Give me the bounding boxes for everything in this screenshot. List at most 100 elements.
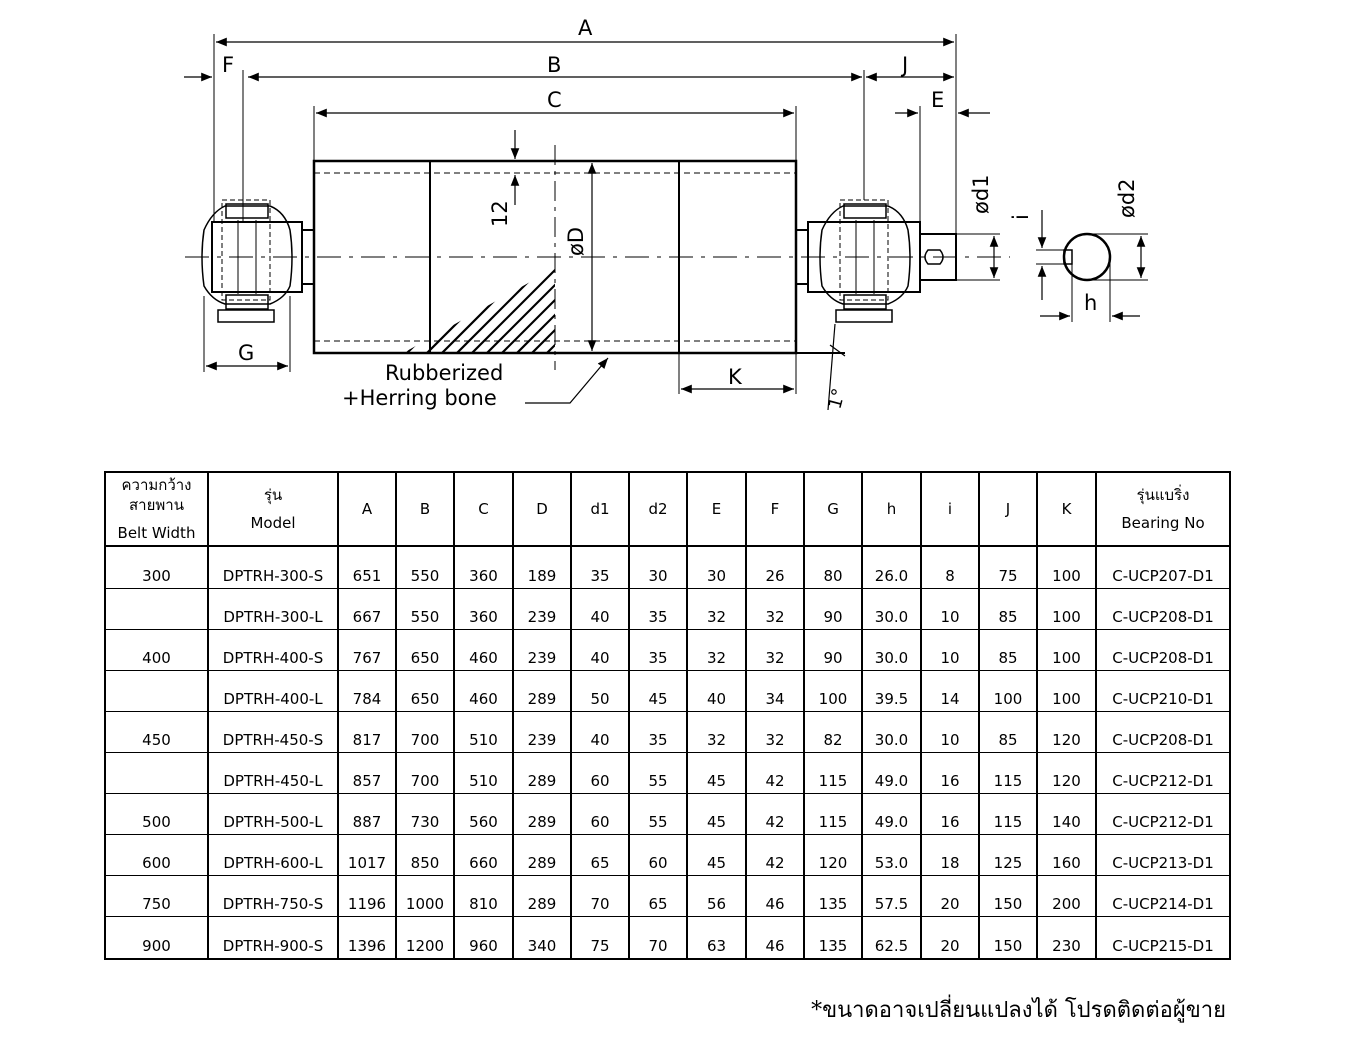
- dim-d2-label: ød2: [1115, 178, 1139, 218]
- table-cell: 90: [803, 629, 863, 671]
- table-cell: 560: [453, 793, 514, 836]
- header-thai-text: h: [886, 500, 897, 518]
- table-cell: 90: [803, 588, 863, 630]
- table-cell: 16: [920, 793, 980, 836]
- dim-d-label: øD: [564, 227, 588, 256]
- table-cell: 135: [803, 916, 863, 961]
- table-cell: 150: [978, 875, 1038, 918]
- header-thai-text: ความกว้าง: [121, 476, 192, 494]
- column-header: E: [686, 471, 747, 547]
- table-cell: 887: [337, 793, 397, 836]
- table-cell: 32: [686, 588, 747, 630]
- table-cell: 56: [686, 875, 747, 918]
- footnote: *ขนาดอาจเปลี่ยนแปลงได้ โปรดติดต่อผู้ขาย: [811, 998, 1226, 1023]
- header-thai-text: A: [361, 500, 373, 518]
- table-cell: 10: [920, 711, 980, 753]
- table-cell: C-UCP207-D1: [1095, 546, 1231, 589]
- header-thai-text: รุ่น: [263, 486, 283, 504]
- table-cell: 65: [570, 834, 630, 877]
- table-cell: 960: [453, 916, 514, 961]
- column-header: G: [803, 471, 863, 547]
- header-thai-text: i: [947, 500, 953, 518]
- header-thai-text: C: [478, 500, 489, 518]
- dim-12-label: 12: [488, 200, 512, 227]
- header-thai-text: d1: [590, 500, 610, 518]
- table-cell: 550: [395, 588, 455, 630]
- table-cell: 46: [745, 875, 805, 918]
- table-cell: 32: [686, 711, 747, 753]
- table-cell: 650: [395, 670, 455, 712]
- table-cell: C-UCP208-D1: [1095, 588, 1231, 630]
- table-cell: C-UCP213-D1: [1095, 834, 1231, 877]
- table-cell: 8: [920, 546, 980, 589]
- table-cell: 239: [512, 588, 572, 630]
- table-cell: 660: [453, 834, 514, 877]
- table-cell: 500: [104, 793, 209, 836]
- table-cell: 189: [512, 546, 572, 589]
- table-cell: 200: [1036, 875, 1097, 918]
- column-header: D: [512, 471, 572, 547]
- table-cell: 120: [1036, 711, 1097, 753]
- table-cell: 57.5: [861, 875, 922, 918]
- table-cell: 35: [628, 588, 688, 630]
- table-cell: C-UCP208-D1: [1095, 711, 1231, 753]
- dim-f-label: F: [222, 53, 234, 77]
- table-cell: 26.0: [861, 546, 922, 589]
- table-cell: 82: [803, 711, 863, 753]
- table-cell: 160: [1036, 834, 1097, 877]
- table-cell: 53.0: [861, 834, 922, 877]
- table-cell: 289: [512, 793, 572, 836]
- table-cell: 115: [803, 752, 863, 795]
- table-cell: 100: [978, 670, 1038, 712]
- table-cell: 70: [628, 916, 688, 961]
- table-cell: 115: [978, 752, 1038, 795]
- table-cell: 1396: [337, 916, 397, 961]
- table-cell: 45: [628, 670, 688, 712]
- table-cell: 125: [978, 834, 1038, 877]
- dim-a-label: A: [578, 16, 593, 40]
- table-cell: 14: [920, 670, 980, 712]
- header-thai-text: สายพาน: [129, 496, 184, 514]
- table-cell: 60: [570, 793, 630, 836]
- column-header: h: [861, 471, 922, 547]
- dim-i-label: i: [1009, 214, 1033, 220]
- header-english-text: Belt Width: [117, 524, 196, 542]
- table-cell: 817: [337, 711, 397, 753]
- table-cell: 75: [570, 916, 630, 961]
- table-cell: 650: [395, 629, 455, 671]
- table-cell: 239: [512, 629, 572, 671]
- table-cell: 667: [337, 588, 397, 630]
- table-cell: 45: [686, 834, 747, 877]
- table-cell: C-UCP212-D1: [1095, 752, 1231, 795]
- table-cell: 460: [453, 629, 514, 671]
- table-cell: DPTRH-900-S: [207, 916, 339, 961]
- table-cell: 289: [512, 752, 572, 795]
- table-cell: 120: [1036, 752, 1097, 795]
- table-cell: 700: [395, 711, 455, 753]
- table-cell: 1000: [395, 875, 455, 918]
- table-cell: 150: [978, 916, 1038, 961]
- table-cell: 230: [1036, 916, 1097, 961]
- table-cell: DPTRH-750-S: [207, 875, 339, 918]
- table-cell: 289: [512, 670, 572, 712]
- table-cell: 100: [803, 670, 863, 712]
- table-cell: 850: [395, 834, 455, 877]
- dim-j-label: J: [900, 53, 908, 77]
- table-cell: 85: [978, 711, 1038, 753]
- table-cell: 26: [745, 546, 805, 589]
- dim-slope-label: 1°: [825, 386, 851, 411]
- header-thai-text: d2: [648, 500, 668, 518]
- dim-k-label: K: [728, 365, 743, 389]
- table-cell: 20: [920, 875, 980, 918]
- column-header: d2: [628, 471, 688, 547]
- table-cell: 60: [570, 752, 630, 795]
- column-header: C: [453, 471, 514, 547]
- column-header: B: [395, 471, 455, 547]
- table-cell: 510: [453, 752, 514, 795]
- table-cell: 32: [745, 629, 805, 671]
